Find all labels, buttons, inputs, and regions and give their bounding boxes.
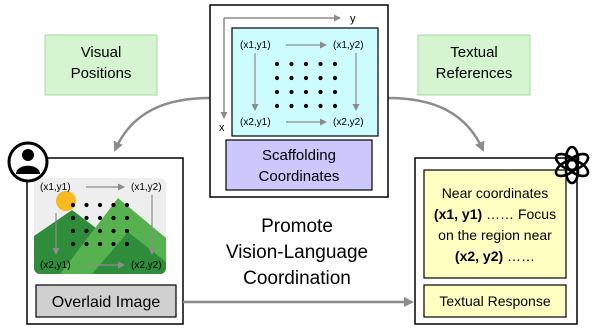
scaffold-caption-line-2: Coordinates xyxy=(259,168,340,185)
scaffold-label-bl: (x2,y1) xyxy=(240,117,271,128)
scaffold-dot xyxy=(289,89,294,95)
textual-references-line-2: References xyxy=(436,65,513,82)
scaffold-dot xyxy=(332,61,338,67)
sun-icon xyxy=(56,191,76,211)
overlay-caption-box xyxy=(35,284,177,318)
scaffold-dot xyxy=(318,89,323,95)
scaffold-dot xyxy=(318,103,323,109)
scaffold-dot xyxy=(274,61,280,67)
visual-positions-box xyxy=(44,34,158,96)
scaffold-dot xyxy=(289,61,294,67)
scaffold-dot xyxy=(303,103,309,109)
response-coord-1: (x1, y1) xyxy=(434,206,482,222)
response-line-3: on the region near xyxy=(438,227,552,243)
overlay-label-tr: (x1,y2) xyxy=(131,182,162,193)
overlay-dot xyxy=(70,202,76,208)
overlay-dot xyxy=(111,228,116,234)
overlay-dot xyxy=(124,241,130,247)
response-line-4: (x2, y2) …… xyxy=(455,248,535,264)
response-line-4-rest: …… xyxy=(503,248,535,264)
response-caption-box xyxy=(423,284,567,318)
overlay-dot xyxy=(84,215,89,221)
scaffold-dot-grid xyxy=(274,61,338,109)
arrow-to-response xyxy=(387,96,485,152)
promote-line-1: Promote xyxy=(261,216,333,237)
overlay-dot xyxy=(84,228,89,234)
overlay-caption: Overlaid Image xyxy=(52,294,161,311)
response-coord-2: (x2, y2) xyxy=(455,248,503,264)
overlay-dot xyxy=(84,241,89,247)
scaffold-label-br: (x2,y2) xyxy=(333,117,364,128)
scaffold-dot xyxy=(303,89,309,95)
axis-x-label: x xyxy=(219,122,225,134)
scaffold-label-tr: (x1,y2) xyxy=(333,40,364,51)
overlay-dot xyxy=(124,215,130,221)
scaffold-dot xyxy=(289,75,294,81)
overlay-dot xyxy=(97,215,103,221)
overlay-dot xyxy=(97,241,103,247)
scaffold-dot xyxy=(332,103,338,109)
visual-positions-line-2: Positions xyxy=(71,65,132,82)
overlay-label-tl: (x1,y1) xyxy=(40,182,71,193)
scaffold-dot xyxy=(274,89,280,95)
axis-y-label: y xyxy=(350,13,356,25)
promote-line-2: Vision-Language xyxy=(226,242,368,263)
overlay-label-br: (x2,y2) xyxy=(131,260,162,271)
scaffold-label-tl: (x1,y1) xyxy=(240,40,271,51)
response-text-box xyxy=(423,169,567,279)
overlay-dot-grid xyxy=(70,202,130,247)
scaffold-dot xyxy=(303,61,309,67)
overlay-dot xyxy=(70,241,76,247)
response-line-2-rest: …… Focus xyxy=(482,206,556,222)
scaffold-caption-box xyxy=(225,139,373,191)
overlay-dot xyxy=(111,215,116,221)
arrow-to-overlay xyxy=(113,96,211,152)
overlay-dot xyxy=(84,202,89,208)
visual-positions-line-1: Visual xyxy=(81,44,122,61)
scaffold-dot xyxy=(289,103,294,109)
overlay-dot xyxy=(97,202,103,208)
landscape-image xyxy=(34,178,166,274)
scaffold-grid-box xyxy=(231,27,379,137)
openai-logo-icon xyxy=(554,145,590,185)
response-line-2: (x1, y1) …… Focus xyxy=(434,206,556,222)
scaffold-dot xyxy=(332,75,338,81)
promote-line-3: Coordination xyxy=(243,268,351,289)
overlay-dot xyxy=(111,241,116,247)
scaffold-dot xyxy=(303,75,309,81)
textual-references-line-1: Textual xyxy=(450,44,498,61)
scaffold-dot xyxy=(274,75,280,81)
scaffold-dot xyxy=(332,89,338,95)
scaffold-caption-line-1: Scaffolding xyxy=(262,147,336,164)
user-avatar-icon xyxy=(7,141,49,183)
overlay-dot xyxy=(70,228,76,234)
overlay-dot xyxy=(124,228,130,234)
overlay-label-bl: (x2,y1) xyxy=(40,260,71,271)
textual-references-box xyxy=(417,34,531,96)
overlay-dot xyxy=(111,202,116,208)
response-caption: Textual Response xyxy=(439,293,551,309)
scaffold-dot xyxy=(274,103,280,109)
scaffold-dot xyxy=(318,61,323,67)
overlay-dot xyxy=(124,202,130,208)
overlay-dot xyxy=(97,228,103,234)
overlay-dot xyxy=(70,215,76,221)
response-line-1: Near coordinates xyxy=(442,185,549,201)
scaffold-dot xyxy=(318,75,323,81)
